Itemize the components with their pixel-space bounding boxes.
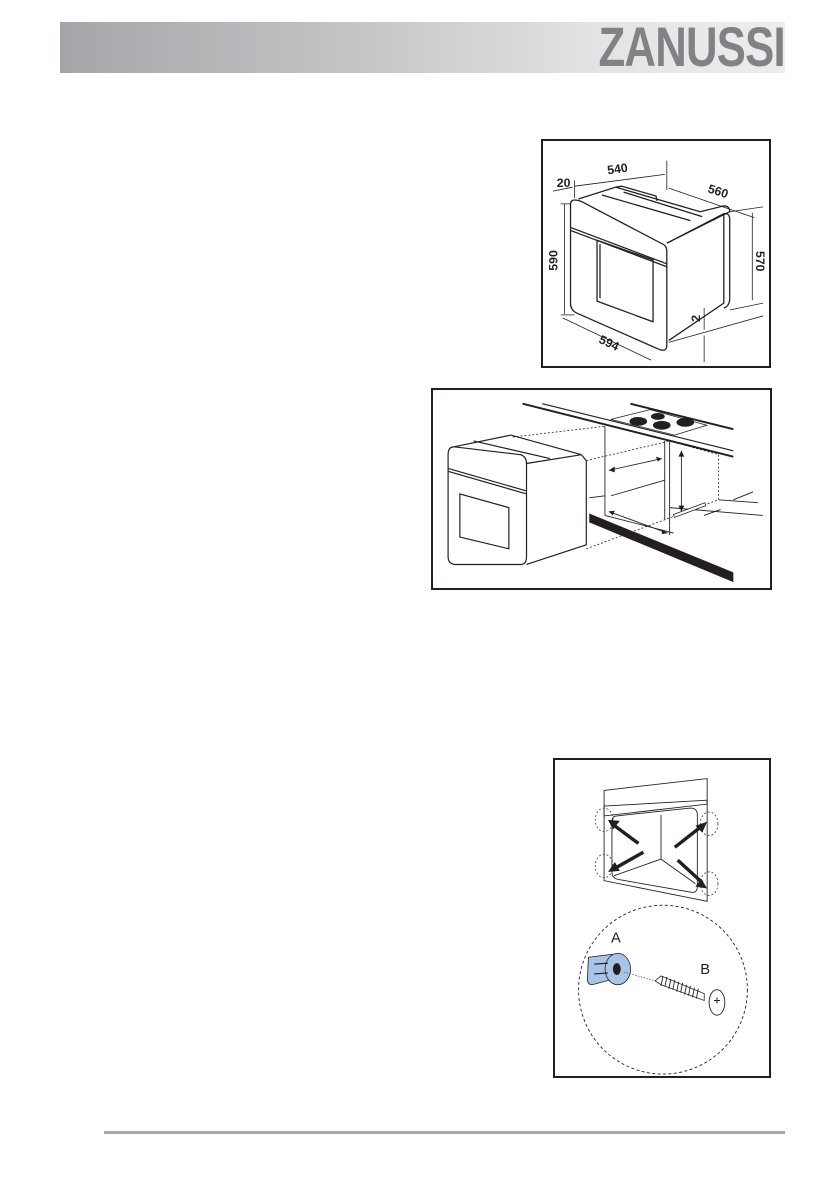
dim-20-label: 20 xyxy=(557,176,571,190)
oven-dimensions-figure: 20 540 560 590 570 2 594 xyxy=(541,139,771,368)
dim-590-label: 590 xyxy=(547,250,561,271)
fixing-detail-figure: A B xyxy=(553,758,771,1078)
dim-570-label: 570 xyxy=(753,251,767,272)
oven-dimensions-drawing: 20 540 560 590 570 2 594 xyxy=(547,161,767,363)
dim-540-label: 540 xyxy=(606,161,628,178)
cabinet-installation-figure xyxy=(431,388,772,590)
wall-plug-icon xyxy=(587,952,631,986)
footer-rule xyxy=(104,1131,785,1134)
part-b-label: B xyxy=(700,962,710,978)
dim-594-label: 594 xyxy=(597,332,622,353)
dim-560-label: 560 xyxy=(706,182,730,202)
part-a-label: A xyxy=(611,931,621,947)
cabinet-installation-drawing xyxy=(447,402,763,583)
header-gradient-bar xyxy=(60,22,785,73)
fixing-detail-drawing: A B xyxy=(578,778,748,1075)
zanussi-logo: ZANUSSI xyxy=(598,15,786,78)
screw-icon xyxy=(654,975,726,1016)
dim-2-label: 2 xyxy=(689,315,703,322)
